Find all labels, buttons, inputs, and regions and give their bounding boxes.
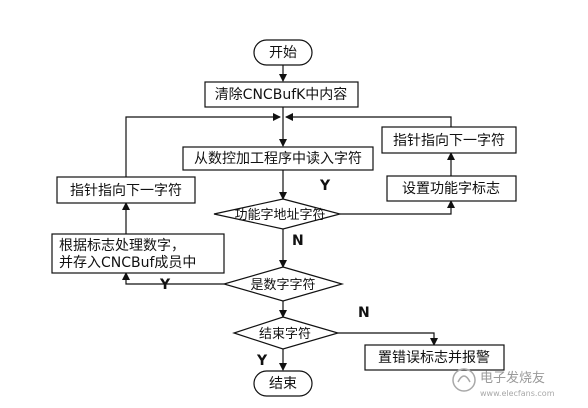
clear-buffer-label: 清除CNCBufK中内容 [215, 86, 348, 103]
node-end-check: 结束字符 [232, 316, 341, 350]
set-error-box [364, 344, 505, 371]
end-check-label: 结束字符 [259, 326, 311, 342]
process-digit-label-line2: 并存入CNCBuf成员中 [59, 255, 196, 271]
node-pointer-next-left: 指针指向下一字符 [56, 176, 196, 204]
node-pointer-next-right: 指针指向下一字符 [381, 126, 517, 154]
read-char-box [182, 146, 374, 171]
watermark: 电子发烧友 www.elecfans.com [452, 368, 555, 398]
branch-label-digit-yes: Y [159, 277, 171, 293]
node-process-digit: 根据标志处理数字， 并存入CNCBuf成员中 [51, 233, 225, 274]
node-read-char: 从数控加工程序中读入字符 [182, 146, 374, 171]
connector-digit-yes-to-process [122, 272, 224, 285]
clear-buffer-box [204, 81, 359, 108]
start-terminal-shape [253, 39, 313, 66]
watermark-logo-icon [452, 368, 476, 392]
branch-label-end-yes: Y [256, 353, 268, 369]
connector-pointer-left-to-loop [125, 113, 281, 177]
watermark-text: 电子发烧友 [480, 370, 545, 386]
pointer-next-left-label: 指针指向下一字符 [70, 183, 182, 199]
branch-label-function-yes: Y [319, 178, 331, 194]
node-set-error: 置错误标志并报警 [364, 344, 505, 371]
connector-end-check-no-to-error [338, 332, 438, 346]
connector-pointer-right-to-loop [285, 113, 452, 127]
node-end: 结束 [253, 370, 313, 397]
connector-function-yes-to-set-flag [340, 200, 455, 215]
watermark-subtext: www.elecfans.com [480, 389, 555, 398]
node-digit-check: 是数字字符 [221, 266, 345, 302]
pointer-next-right-box [381, 126, 517, 154]
process-digit-box [51, 233, 225, 274]
set-error-label: 置错误标志并报警 [378, 350, 490, 366]
digit-check-diamond [221, 266, 345, 302]
end-check-diamond [232, 316, 341, 350]
node-clear-buffer: 清除CNCBufK中内容 [204, 81, 359, 108]
set-function-flag-label: 设置功能字标志 [402, 181, 500, 197]
digit-check-label: 是数字字符 [250, 277, 315, 293]
watermark-logo-mark [457, 375, 471, 383]
function-addr-label: 功能字地址字符 [234, 207, 325, 223]
node-function-addr-check: 功能字地址字符 [213, 198, 343, 230]
read-char-label: 从数控加工程序中读入字符 [194, 150, 362, 167]
connectors [122, 65, 455, 371]
end-terminal-shape [253, 370, 313, 397]
start-label: 开始 [269, 45, 297, 61]
node-set-function-flag: 设置功能字标志 [386, 175, 517, 202]
branch-label-digit-no: N [358, 305, 370, 321]
node-start: 开始 [253, 39, 313, 66]
pointer-next-left-box [56, 176, 196, 204]
branch-labels: Y N Y N Y [159, 178, 370, 369]
end-label: 结束 [269, 376, 297, 392]
process-digit-label-line1: 根据标志处理数字， [59, 238, 185, 254]
set-function-flag-box [386, 175, 517, 202]
pointer-next-right-label: 指针指向下一字符 [393, 133, 505, 149]
branch-label-function-no: N [292, 233, 304, 249]
function-addr-diamond [213, 198, 343, 230]
